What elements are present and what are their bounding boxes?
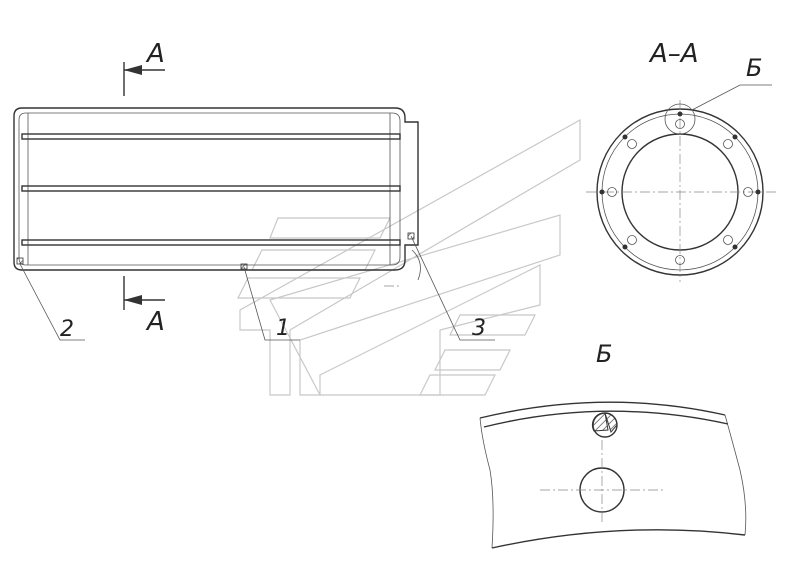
section-marker-top [123,62,165,96]
cage-inner-outline [18,112,401,266]
detail-callout-leader [691,84,772,111]
detail-bore-arc [491,529,746,549]
detail-callout-circle [664,103,696,135]
detail-left-break [479,417,494,549]
section-letter-bottom: A [145,307,165,337]
rod-dots [599,111,761,250]
section-marker-bottom [123,276,165,310]
cage-outline [13,107,419,271]
part-number-2: 2 [60,317,74,342]
watermark-logo [237,118,581,396]
weld-bead-curve [411,249,421,281]
section-view-title: A–A [648,39,699,69]
rod-1 [21,133,401,140]
section-letter-top: A [145,39,165,69]
weld-mark-2 [16,257,24,265]
leader-part-3 [410,235,495,341]
rod-3 [21,239,401,246]
part-number-1: 1 [276,316,290,341]
section-view-a-a: A–A Б [586,39,776,282]
leader-part-1 [243,266,300,341]
rod-2 [21,185,401,192]
part-number-3: 3 [472,316,486,341]
detail-outer-arc [479,401,726,419]
detail-right-break [724,414,747,536]
leader-part-2 [19,263,85,341]
weld-mark-1 [240,263,248,270]
bolt-holes [607,119,753,265]
detail-callout-letter: Б [746,54,762,82]
main-view: A A 2 1 3 [13,39,495,342]
detail-view-b: Б [479,340,747,549]
detail-inner-edge-arc [483,410,729,428]
detail-view-title: Б [596,340,612,368]
rods [21,133,401,246]
rod-section [591,412,618,438]
